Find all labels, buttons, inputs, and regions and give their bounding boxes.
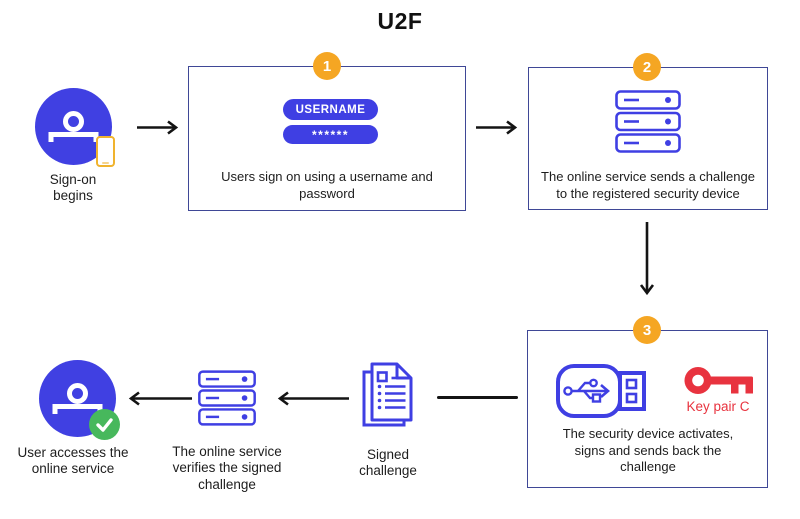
phone-icon [96,136,115,167]
arrow-left-icon [128,391,192,406]
server-icon [615,90,681,153]
step3-badge: 3 [633,316,661,344]
step1-badge: 1 [313,52,341,80]
key-pair-label: Key pair C [686,399,750,414]
sign-on-label: Sign-on begins [49,172,97,204]
password-field: ****** [283,125,378,144]
step2-caption: The online service sends a challenge to … [541,169,755,201]
usb-drive-icon [556,364,646,418]
step3-caption: The security device activates, signs and… [562,426,734,474]
access-label: User accesses the online service [17,445,129,477]
arrow-left-icon [277,391,349,406]
connector-line [437,396,518,399]
arrow-right-icon [137,120,179,135]
page-title: U2F [377,8,423,34]
checkmark-icon [89,409,120,440]
username-field: USERNAME [283,99,378,120]
arrow-right-icon [476,120,518,135]
step2-badge: 2 [633,53,661,81]
document-icon [362,362,413,427]
step1-caption: Users sign on using a username and passw… [221,169,433,201]
verify-label: The online service verifies the signed c… [172,444,282,492]
key-icon [684,367,753,394]
server-icon [198,370,256,426]
signed-challenge-label: Signed challenge [359,447,417,479]
arrow-down-icon [639,222,655,296]
